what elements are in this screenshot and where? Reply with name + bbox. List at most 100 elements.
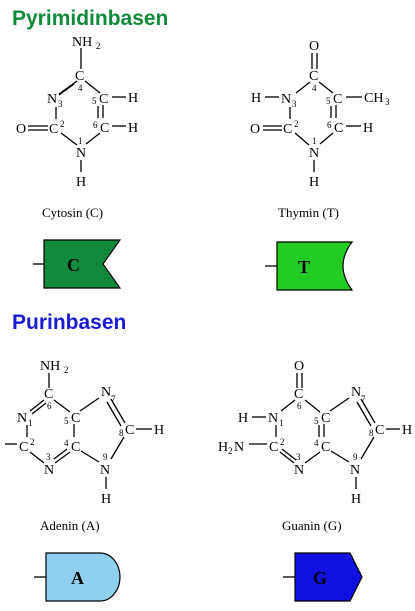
- guanine-atom-h8: H: [402, 423, 412, 438]
- thymine-symbol-icon: T: [265, 241, 354, 291]
- guanine-bond-c8-n9: [360, 436, 375, 460]
- adenine-atom-c5: C: [71, 411, 80, 426]
- adenine-bond-n3-c4: [54, 451, 71, 464]
- adenine-atom-h9: H: [101, 492, 111, 507]
- cytosine-symbol-letter: C: [67, 255, 80, 275]
- cytosine-bond-c4-c5: [84, 80, 101, 94]
- guanine-bond-c6-n1: [280, 399, 296, 412]
- adenine-bond-n3-c4-double: [53, 448, 68, 460]
- purine-heading: Purinbasen: [12, 311, 127, 334]
- guanine-structure: O C 6 H N 1 5 C N 7 H 2 N C 2 4 C 8 C H …: [218, 359, 412, 507]
- adenine-bond-c6-n1: [29, 399, 45, 412]
- cytosine-symbol-shape: [43, 239, 122, 289]
- guanine-bond-c5-n7: [329, 397, 350, 412]
- guanine-atom-n7: N: [351, 385, 361, 400]
- adenine-symbol-icon: A: [34, 552, 121, 602]
- guanine-symbol-shape: [294, 552, 363, 602]
- thymine-num-4: 4: [312, 83, 317, 93]
- cytosine-atom-h5: H: [128, 91, 138, 106]
- guanine-bond-c6-c5: [304, 399, 321, 413]
- guanine-atom-n3: N: [294, 463, 304, 478]
- thymine-atom-ch3-sub: 3: [385, 97, 390, 107]
- adenine-symbol-shape: [45, 552, 121, 602]
- cytosine-structure: NH 2 C 4 N 3 C 5 H O C 2 C 6 H 1 N H: [16, 35, 138, 190]
- guanine-atom-h2n-n: N: [234, 440, 244, 455]
- guanine-atom-h1: H: [238, 411, 248, 426]
- adenine-bond-c6-n1-double: [31, 402, 47, 415]
- thymine-atom-h1: H: [309, 175, 319, 190]
- thymine-atom-o4: O: [309, 39, 319, 54]
- adenine-atom-h8: H: [154, 423, 164, 438]
- cytosine-atom-nh2: NH: [72, 35, 92, 50]
- adenine-atom-n7: N: [101, 385, 111, 400]
- adenine-atom-c2: C: [19, 440, 28, 455]
- adenine-bond-c6-c5: [53, 399, 71, 413]
- thymine-atom-h3: H: [251, 91, 261, 106]
- adenine-num-7: 7: [111, 394, 116, 404]
- cytosine-symbol-icon: C: [33, 239, 122, 289]
- adenine-atom-n1: N: [17, 411, 27, 426]
- adenine-atom-n3: N: [44, 463, 54, 478]
- guanine-bond-c2-n3: [279, 451, 295, 464]
- thymine-symbol-letter: T: [298, 257, 310, 277]
- cytosine-atom-n1: N: [76, 146, 86, 161]
- guanine-num-4: 4: [314, 438, 319, 448]
- guanine-atom-n9: N: [350, 463, 360, 478]
- thymine-num-1: 1: [312, 136, 317, 146]
- guanine-bond-n7-c8: [360, 398, 376, 424]
- guanine-bond-n7-c8-double: [356, 401, 372, 427]
- thymine-atom-ch3: CH: [364, 91, 383, 106]
- thymine-num-2: 2: [294, 119, 299, 129]
- adenine-bond-c8-n9: [110, 436, 125, 460]
- guanine-num-8: 8: [369, 428, 374, 438]
- guanine-atom-h2n-sub: 2: [228, 446, 233, 456]
- cytosine-num-4: 4: [78, 83, 83, 93]
- adenine-atom-nh2-sub: 2: [64, 365, 69, 375]
- guanine-atom-n1: N: [268, 411, 278, 426]
- guanine-num-1: 1: [279, 418, 284, 428]
- cytosine-atom-c6: C: [100, 121, 109, 136]
- cytosine-atom-h6: H: [128, 121, 138, 136]
- thymine-atom-c4: C: [309, 69, 318, 84]
- cytosine-atom-c4: C: [75, 69, 84, 84]
- thymine-num-5: 5: [326, 96, 331, 106]
- guanine-caption: Guanin (G): [282, 518, 342, 533]
- thymine-bond-c4-c5: [318, 81, 334, 94]
- thymine-atom-c2: C: [283, 122, 292, 137]
- thymine-atom-o2: O: [250, 122, 260, 137]
- guanine-num-7: 7: [361, 394, 366, 404]
- adenine-bond-n7-c8: [110, 398, 126, 424]
- guanine-atom-c8: C: [375, 423, 384, 438]
- cytosine-bond-c4-n3-double: [58, 83, 75, 96]
- cytosine-num-6: 6: [93, 120, 98, 130]
- adenine-atom-c4: C: [71, 440, 80, 455]
- adenine-num-3: 3: [46, 452, 51, 462]
- adenine-symbol-letter: A: [71, 568, 84, 588]
- cytosine-num-5: 5: [92, 96, 97, 106]
- guanine-atom-c4: C: [321, 440, 330, 455]
- adenine-bond-c2-n3: [29, 451, 45, 464]
- thymine-bond-n1-c2: [294, 132, 310, 146]
- cytosine-caption: Cytosin (C): [42, 205, 103, 220]
- thymine-atom-c6: C: [334, 121, 343, 136]
- guanine-atom-o6: O: [294, 359, 304, 374]
- cytosine-bond-c6-n1: [85, 132, 101, 145]
- guanine-atom-c6: C: [294, 387, 303, 402]
- pyrimidine-heading: Pyrimidinbasen: [12, 7, 169, 30]
- guanine-atom-h2n: H: [218, 440, 228, 455]
- adenine-num-2: 2: [30, 437, 35, 447]
- guanine-symbol-letter: G: [313, 568, 327, 588]
- thymine-caption: Thymin (T): [278, 205, 339, 220]
- thymine-bond-c4-n3: [295, 81, 311, 94]
- thymine-num-3: 3: [292, 99, 297, 109]
- adenine-num-9: 9: [103, 452, 108, 462]
- adenine-num-4: 4: [64, 438, 69, 448]
- guanine-atom-c5: C: [321, 411, 330, 426]
- guanine-atom-h9: H: [351, 492, 361, 507]
- cytosine-bond-c4-n3: [58, 80, 78, 95]
- adenine-bond-n7-c8-double: [106, 401, 122, 427]
- cytosine-atom-o: O: [16, 122, 26, 137]
- cytosine-atom-c5: C: [99, 92, 108, 107]
- cytosine-num-1: 1: [78, 136, 83, 146]
